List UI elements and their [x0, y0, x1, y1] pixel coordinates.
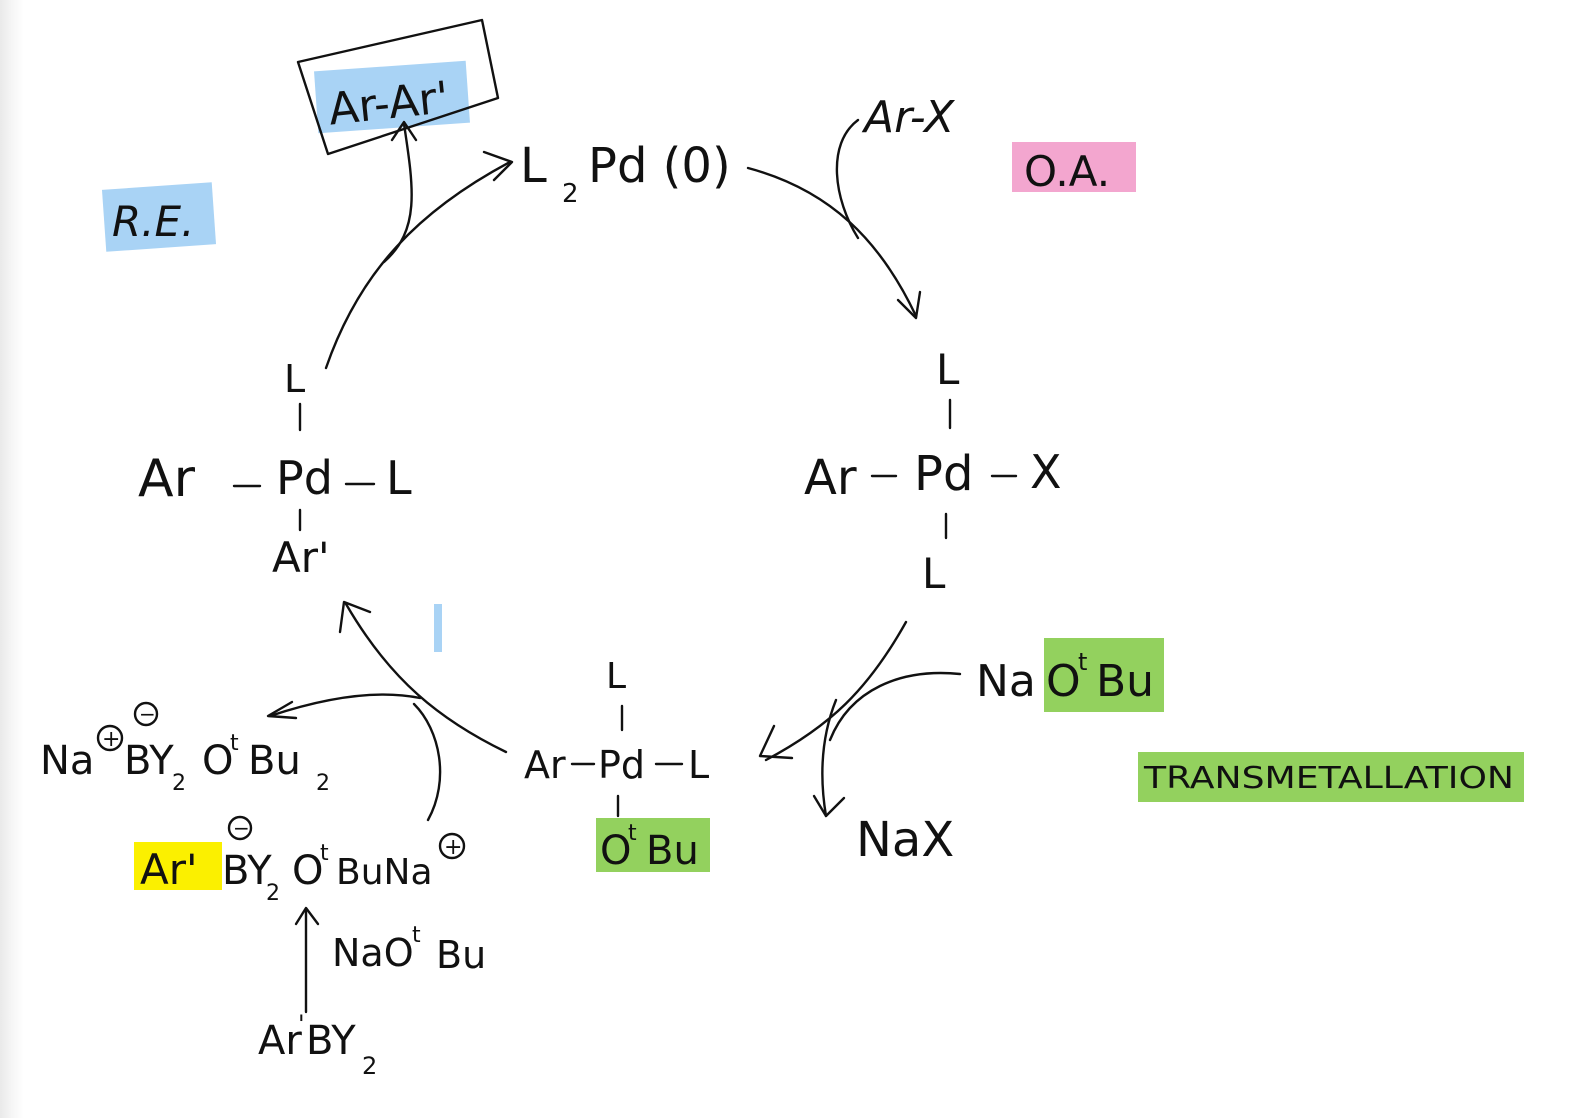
base-na: Na [976, 656, 1036, 707]
base-in-arrow [828, 671, 962, 742]
nax-out-arrow-head [812, 794, 846, 818]
cycle-arrow-re [344, 602, 508, 754]
oa-label: O.A. [1024, 147, 1110, 196]
boronic-prime: ' [298, 1010, 305, 1038]
cycle-arrow-cat-head [482, 150, 514, 182]
ate-plus-circle [438, 832, 466, 860]
oa-highlight [1012, 142, 1136, 192]
borate-minus: − [139, 702, 156, 726]
oa-complex-bottom-ligand: L [922, 549, 946, 598]
tm-complex-right-ligand: L [688, 743, 709, 787]
borate-out-arrow-head [266, 700, 298, 720]
product-label: Ar-Ar' [326, 72, 451, 135]
oa-complex-ar: Ar [804, 450, 857, 506]
borate-out-arrow [268, 693, 422, 718]
cycle-arrow-re-head [338, 600, 372, 634]
base-bu: Bu [1096, 656, 1154, 707]
ate-in-arrow [412, 702, 442, 822]
transmetallation-highlight [1138, 752, 1524, 802]
tm-complex-o: O [600, 828, 631, 874]
ate-minus: − [233, 816, 250, 840]
ate-o: O [292, 848, 323, 894]
cycle-arrow-cat [324, 160, 512, 370]
borate-sub2: 2 [316, 771, 330, 796]
oa-complex-top-ligand: L [936, 345, 960, 394]
catalyst-pd0: Pd (0) [588, 138, 731, 194]
boronic-ar: Ar [258, 1018, 302, 1064]
borate-minus-circle [133, 701, 159, 727]
ar-prime-highlight [134, 842, 222, 890]
ate-buna: BuNa [336, 852, 433, 893]
tm-complex-bu: Bu [646, 828, 699, 874]
base-highlight [1044, 638, 1164, 712]
re-complex-ar: Ar [138, 449, 196, 509]
tm-complex-ar: Ar [524, 743, 566, 787]
oa-complex-pd: Pd [914, 446, 973, 502]
borate-o: O [202, 738, 233, 784]
cycle-arrow-tm-head [758, 724, 794, 760]
base-o: O [1046, 656, 1081, 707]
borate-t: t [230, 731, 239, 756]
borate-sub: 2 [172, 771, 186, 796]
re-complex-top-ligand: L [284, 357, 305, 401]
transmetallation-label: TRANSMETALLATION [1143, 761, 1514, 796]
ate-sub: 2 [266, 881, 280, 906]
ate-t: t [320, 841, 329, 866]
nax-out-arrow [821, 698, 838, 818]
ate-by: BY [222, 848, 272, 894]
re-complex-ar-prime: Ar' [272, 533, 330, 582]
product-out-arrow-head [390, 120, 418, 142]
otbu-highlight [596, 818, 710, 872]
product-out-arrow [382, 122, 413, 264]
product-box [296, 18, 500, 156]
borate-by: BY [124, 738, 174, 784]
borate-plus: + [102, 727, 120, 752]
base-t: t [1078, 648, 1087, 676]
boronic-by: BY [306, 1018, 356, 1064]
borate-bu: Bu [248, 738, 301, 784]
cycle-arrow-tm [764, 620, 908, 762]
re-label: R.E. [112, 197, 194, 246]
borate-na: Na [40, 738, 94, 784]
base2-t: t [412, 923, 421, 948]
tm-complex-t: t [628, 821, 637, 846]
re-highlight [101, 182, 217, 252]
ate-ar-prime: Ar' [140, 845, 198, 894]
boronic-to-ate-arrow-head [294, 906, 320, 926]
tm-complex-top-ligand: L [606, 656, 626, 697]
aryl-halide-label: Ar-X [861, 92, 955, 143]
base2-nao: NaO [332, 931, 414, 975]
arx-feed-arrow [835, 118, 860, 240]
boronic-sub: 2 [362, 1052, 377, 1080]
cycle-arrow-oa-head [896, 290, 922, 320]
tm-complex-pd: Pd [598, 743, 645, 787]
ate-minus-circle [227, 815, 253, 841]
borate-plus-circle [96, 724, 124, 752]
base2-bu: Bu [436, 933, 486, 977]
stray-blue-mark [434, 604, 442, 652]
product-highlight [314, 60, 470, 134]
catalyst-subscript: 2 [562, 179, 579, 209]
re-complex-pd: Pd [276, 451, 333, 505]
oa-complex-x: X [1030, 445, 1062, 499]
ate-plus: + [444, 835, 462, 860]
catalyst-ligand: L [520, 138, 547, 194]
cycle-arrow-oa [746, 166, 918, 318]
re-complex-right-ligand: L [386, 451, 412, 505]
salt-label: NaX [856, 812, 954, 868]
